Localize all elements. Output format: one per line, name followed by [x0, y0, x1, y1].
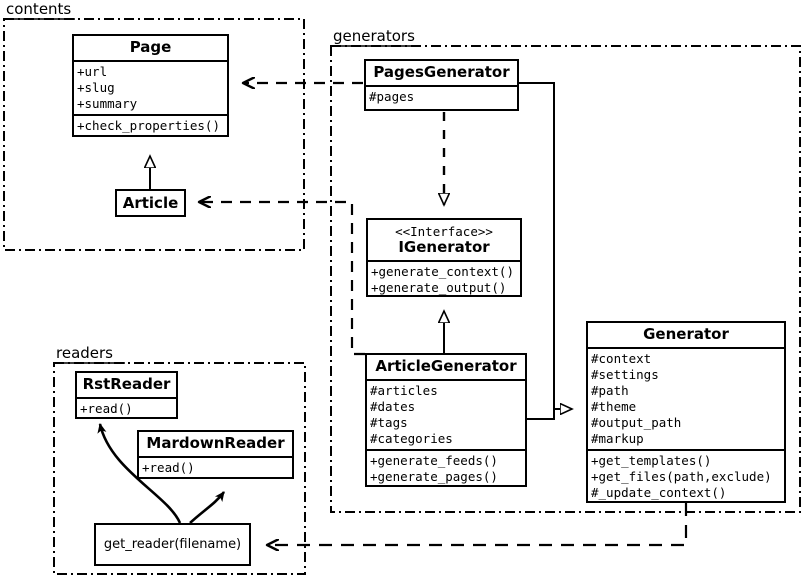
attribute-row: #settings	[591, 367, 659, 382]
package-label-generators: generators	[331, 27, 417, 45]
attribute-row: +summary	[77, 96, 138, 111]
package-label-contents: contents	[4, 0, 74, 18]
method-row: +generate_pages()	[370, 469, 498, 484]
class-stereotype-igenerator: <<Interface>>	[395, 224, 493, 239]
class-box-article[interactable]: Article	[115, 189, 186, 217]
class-attributes-articlegenerator: #articles #dates #tags #categories	[367, 379, 525, 449]
package-frame-contents	[3, 18, 305, 251]
rel-pagesgenerator-to-generator	[519, 82, 555, 409]
attribute-row: #pages	[369, 89, 415, 104]
class-attributes-generator: #context #settings #path #theme #output_…	[588, 347, 784, 449]
class-methods-articlegenerator: +generate_feeds() +generate_pages()	[367, 449, 525, 487]
class-title-page: Page	[129, 38, 172, 56]
attribute-row: #articles	[370, 383, 438, 398]
attribute-row: #categories	[370, 431, 453, 446]
class-box-generator[interactable]: Generator #context #settings #path #them…	[586, 321, 786, 503]
attribute-row: +slug	[77, 80, 115, 95]
method-row: +read()	[142, 460, 195, 475]
class-methods-page: +check_properties()	[74, 114, 227, 136]
attribute-row: #tags	[370, 415, 408, 430]
class-box-mardownreader[interactable]: MardownReader +read()	[137, 430, 294, 479]
class-methods-generator: +get_templates() +get_files(path,exclude…	[588, 449, 784, 503]
class-attributes-page: +url +slug +summary	[74, 60, 227, 114]
method-row: +get_files(path,exclude)	[591, 469, 772, 484]
attribute-row: #theme	[591, 399, 637, 414]
method-row: +generate_output()	[371, 280, 507, 295]
class-title-generator: Generator	[643, 325, 729, 343]
attribute-row: +url	[77, 64, 108, 79]
class-box-rstreader[interactable]: RstReader +read()	[75, 371, 178, 419]
method-row: +get_templates()	[591, 453, 712, 468]
class-box-pagesgenerator[interactable]: PagesGenerator #pages	[364, 59, 519, 111]
attribute-row: #context	[591, 351, 652, 366]
attribute-row: #dates	[370, 399, 416, 414]
class-methods-mardownreader: +read()	[139, 456, 292, 478]
class-title-pagesgenerator: PagesGenerator	[373, 63, 510, 81]
function-label-get-reader: get_reader(filename)	[103, 537, 242, 552]
rel-getreader-to-rstreader	[97, 423, 182, 524]
attribute-row: #output_path	[591, 415, 682, 430]
package-frame-readers	[53, 362, 306, 575]
class-box-page[interactable]: Page +url +slug +summary +check_properti…	[72, 34, 229, 137]
class-box-igenerator[interactable]: <<Interface>> IGenerator +generate_conte…	[366, 218, 522, 297]
method-row: +read()	[80, 401, 133, 416]
method-row: +generate_context()	[371, 264, 514, 279]
rel-getreader-to-mardownreader	[189, 491, 226, 524]
class-attributes-pagesgenerator: #pages	[366, 85, 517, 107]
package-frame-generators	[330, 45, 801, 513]
package-label-readers: readers	[54, 344, 115, 362]
method-row: +generate_feeds()	[370, 453, 498, 468]
class-box-articlegenerator[interactable]: ArticleGenerator #articles #dates #tags …	[365, 353, 527, 487]
rel-generator-to-getreader	[267, 503, 688, 545]
class-methods-rstreader: +read()	[77, 397, 176, 419]
rel-articlegenerator-to-generator	[527, 409, 572, 420]
class-title-articlegenerator: ArticleGenerator	[375, 357, 517, 375]
class-title-article: Article	[122, 194, 179, 212]
rel-articlegenerator-to-article	[199, 202, 365, 356]
class-title-rstreader: RstReader	[82, 375, 171, 393]
method-row: #_update_context()	[591, 485, 727, 500]
class-title-mardownreader: MardownReader	[146, 434, 285, 452]
attribute-row: #markup	[591, 431, 644, 446]
attribute-row: #path	[591, 383, 629, 398]
function-box-get-reader[interactable]: get_reader(filename)	[94, 523, 251, 566]
class-methods-igenerator: +generate_context() +generate_output()	[368, 260, 520, 298]
class-title-igenerator: IGenerator	[398, 238, 490, 256]
method-row: +check_properties()	[77, 118, 220, 133]
